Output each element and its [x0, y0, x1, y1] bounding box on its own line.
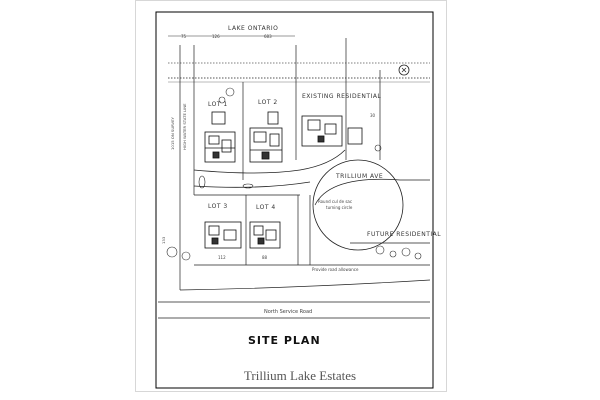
lot4-label: LOT 4 — [256, 204, 276, 211]
dim-lot4: 88 — [262, 255, 268, 260]
cul-de-sac-circle — [312, 159, 404, 251]
lot3-house — [204, 221, 242, 249]
cul-de-sac-label: Round cul de sac — [318, 199, 352, 204]
trees — [166, 87, 422, 261]
existing-lot-dim: 30 — [370, 113, 376, 118]
north-arrow-icon — [398, 64, 410, 76]
lot1-shed — [211, 111, 226, 125]
cul-de-sac-label-2: turning circle — [326, 205, 353, 210]
lot3-label: LOT 3 — [208, 203, 228, 210]
setback-label-2: HIGH WATER STATE LINE — [182, 103, 187, 150]
dim-lot3: 112 — [218, 255, 226, 260]
street-label: TRILLIUM AVE — [335, 173, 383, 180]
dim-top-1: 75 — [181, 34, 187, 39]
future-residential-label: FUTURE RESIDENTIAL — [367, 231, 441, 238]
site-plan-title: SITE PLAN — [248, 334, 321, 347]
lot1-label: LOT 1 — [208, 101, 228, 108]
site-plan-frame — [135, 0, 447, 392]
dim-top-2: 126 — [212, 34, 220, 39]
driveway-lower — [193, 181, 311, 188]
lot2-label: LOT 2 — [258, 99, 278, 106]
lake-label: LAKE ONTARIO — [228, 25, 278, 32]
lot4-house — [249, 221, 281, 249]
lot1-house — [204, 131, 236, 163]
road-note: Provide road allowance — [312, 267, 359, 272]
drawing-border — [155, 11, 434, 389]
driveway-upper — [193, 149, 346, 174]
north-service-road-label: North Service Road — [264, 309, 312, 315]
existing-house — [301, 115, 363, 147]
existing-residential-label: EXISTING RESIDENTIAL — [302, 93, 381, 100]
setback-label: 1015 ON SURVEY — [170, 116, 175, 150]
caption: Trillium Lake Estates — [243, 368, 357, 383]
lot2-house — [249, 111, 283, 163]
dim-left: 133 — [161, 236, 166, 244]
dim-top-3: 683 — [264, 34, 272, 39]
